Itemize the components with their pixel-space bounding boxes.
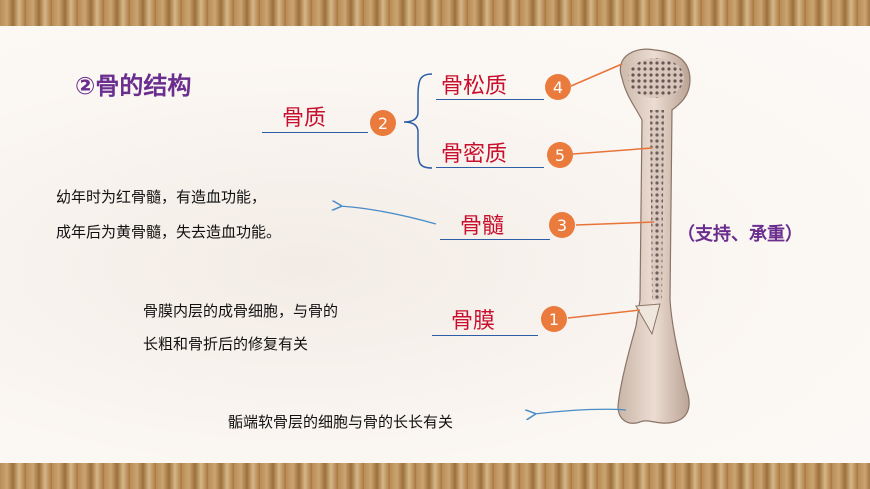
- page-title: ②骨的结构: [75, 72, 192, 100]
- function-note: （支持、承重）: [677, 224, 803, 245]
- slide-background: [0, 26, 870, 463]
- top-border-band: [0, 0, 870, 26]
- underline-gu-sui: [440, 239, 550, 240]
- marrow-cavity: [650, 110, 664, 300]
- bracket: [403, 73, 433, 169]
- badge-2: 2: [370, 110, 396, 136]
- badge-3: 3: [549, 212, 575, 238]
- label-gu-sui: 骨髓: [460, 214, 505, 239]
- label-gu-song-zhi: 骨松质: [441, 74, 508, 99]
- epiphysis-note: 骺端软骨层的细胞与骨的长长有关: [228, 413, 454, 431]
- marrow-note-line-1: 幼年时为红骨髓，有造血功能，: [56, 188, 267, 206]
- bottom-border-band: [0, 463, 870, 489]
- pointer-line-5: [572, 147, 653, 155]
- underline-gu-mo: [432, 335, 538, 336]
- arrow-to-marrow-note: [340, 206, 437, 225]
- marrow-note-line-2: 成年后为黄骨髓，失去造血功能。: [56, 223, 282, 241]
- label-gu-mo: 骨膜: [451, 309, 496, 334]
- periosteum-flap: [635, 303, 661, 336]
- label-gu-zhi: 骨质: [282, 106, 327, 131]
- badge-4: 4: [545, 74, 571, 100]
- spongy-head: [628, 58, 684, 98]
- pointer-line-3: [575, 221, 655, 226]
- arrow-to-epiphysis-note: [534, 408, 627, 414]
- pointer-line-1: [567, 309, 641, 319]
- label-gu-mi-zhi: 骨密质: [441, 142, 508, 167]
- periosteum-note-line-2: 长粗和骨折后的修复有关: [143, 335, 309, 353]
- pointer-line-4: [570, 63, 623, 87]
- badge-5: 5: [547, 142, 573, 168]
- periosteum-note-line-1: 骨膜内层的成骨细胞，与骨的: [143, 302, 339, 320]
- underline-gu-mi-zhi: [436, 167, 544, 168]
- underline-gu-song-zhi: [436, 99, 544, 100]
- underline-gu-zhi: [262, 132, 368, 133]
- badge-1: 1: [541, 306, 567, 332]
